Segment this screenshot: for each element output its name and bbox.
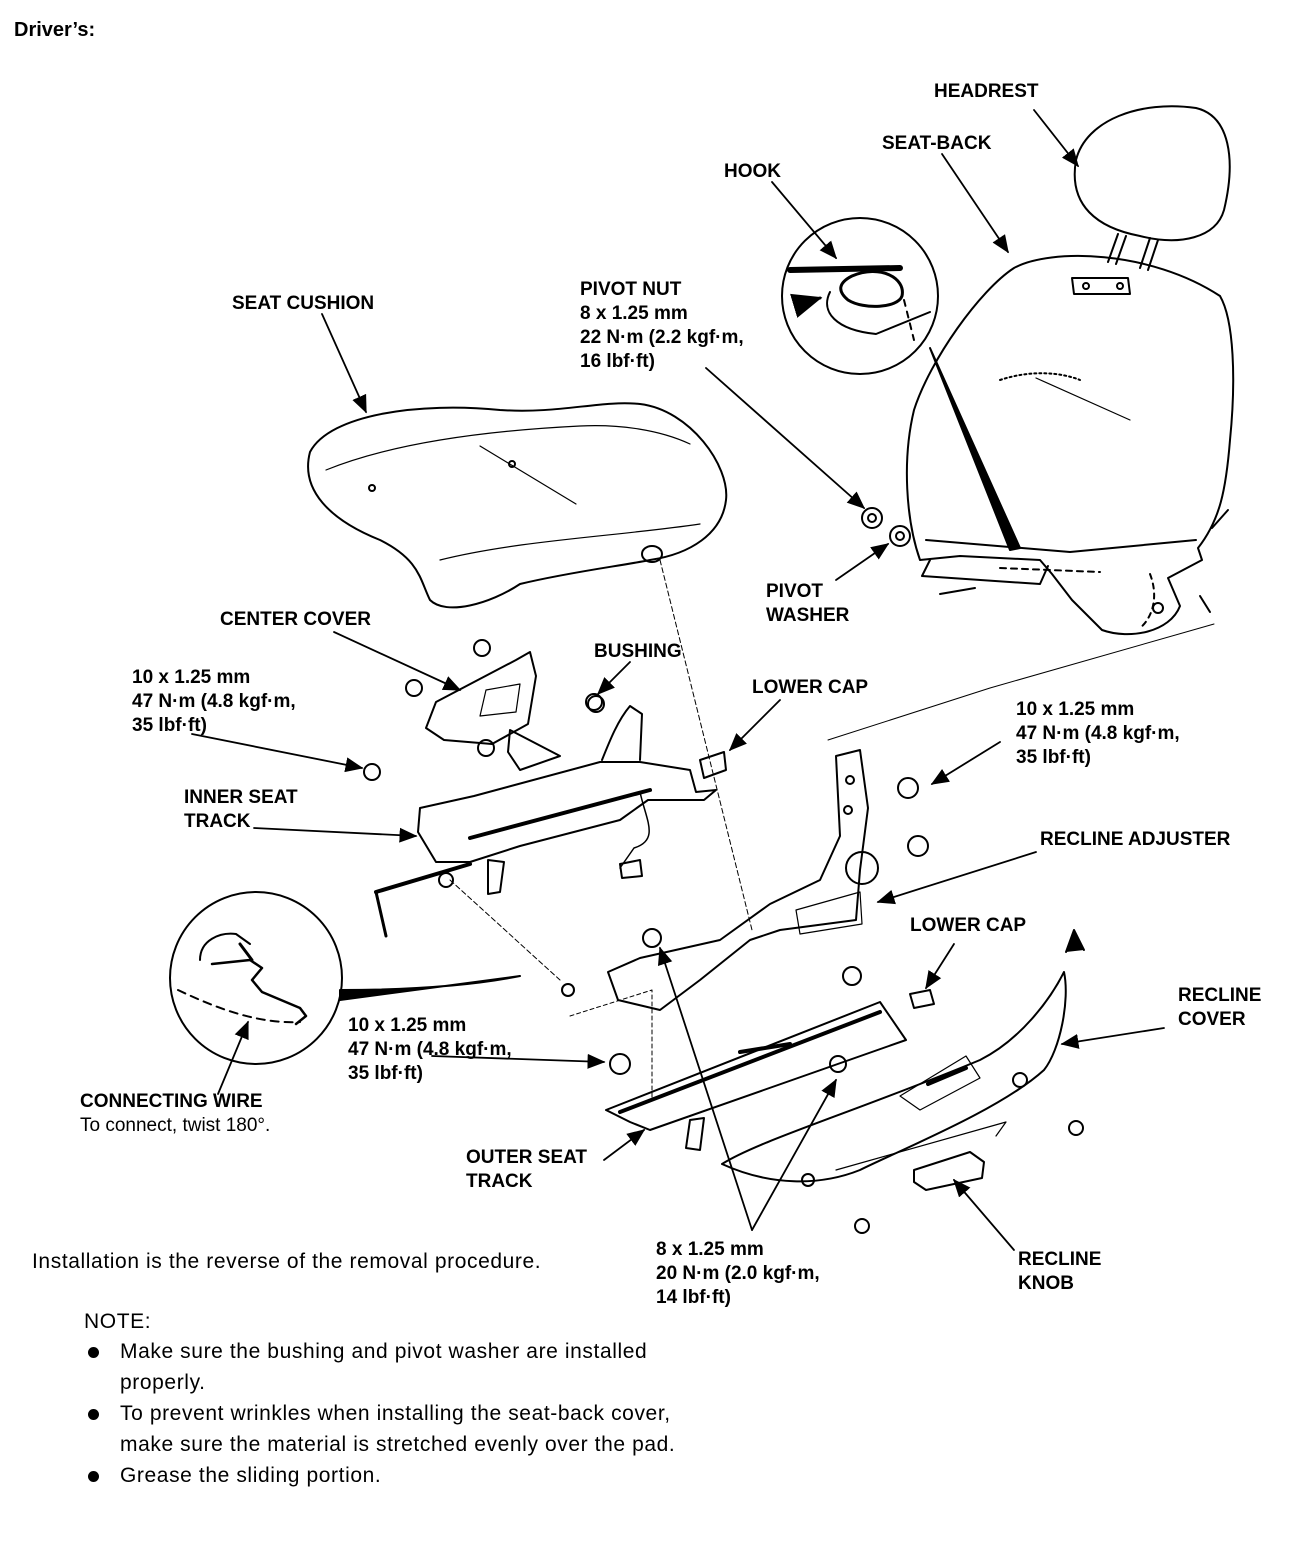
label-recline-cover-1: RECLINE: [1178, 985, 1262, 1006]
leader-lines: [191, 109, 1165, 1251]
note-heading: NOTE:: [84, 1310, 152, 1333]
label-bolt-small-torque-1: 20 N·m (2.0 kgf·m,: [656, 1263, 820, 1284]
label-inner-seat-track-1: INNER SEAT: [184, 787, 298, 808]
label-bolt-middle-torque-2: 35 lbf·ft): [348, 1063, 423, 1084]
inner-seat-track-part: [363, 695, 727, 938]
center-cover-part: [405, 639, 537, 757]
label-recline-knob-2: KNOB: [1018, 1273, 1074, 1294]
label-pivot-nut-torque-1: 22 N·m (2.2 kgf·m,: [580, 327, 744, 348]
label-seat-cushion: SEAT CUSHION: [232, 293, 375, 314]
label-bolt-small-size: 8 x 1.25 mm: [656, 1239, 764, 1260]
note-list: Make sure the bushing and pivot washer a…: [84, 1336, 684, 1491]
note-item-text: To prevent wrinkles when installing the …: [120, 1402, 676, 1456]
label-headrest: HEADREST: [934, 81, 1039, 102]
label-outer-seat-track-1: OUTER SEAT: [466, 1147, 588, 1168]
label-connecting-wire: CONNECTING WIRE: [80, 1091, 263, 1112]
bullet-icon: [88, 1471, 99, 1482]
label-bolt-right-torque-1: 47 N·m (4.8 kgf·m,: [1016, 723, 1180, 744]
recline-knob-part: [913, 1151, 985, 1191]
seat-cushion-part: [307, 402, 728, 609]
label-outer-seat-track-2: TRACK: [466, 1171, 533, 1192]
label-pivot-washer-2: WASHER: [766, 605, 850, 626]
label-recline-adjuster: RECLINE ADJUSTER: [1040, 829, 1231, 850]
note-item-text: Grease the sliding portion.: [120, 1464, 382, 1487]
note-item: To prevent wrinkles when installing the …: [84, 1398, 684, 1460]
bullet-icon: [88, 1409, 99, 1420]
label-seat-back: SEAT-BACK: [882, 133, 992, 154]
label-pivot-nut-torque-2: 16 lbf·ft): [580, 351, 655, 372]
seat-back-part: [905, 254, 1235, 636]
label-bolt-left-size: 10 x 1.25 mm: [132, 667, 251, 688]
outer-seat-track-part: [605, 1001, 907, 1151]
label-inner-seat-track-2: TRACK: [184, 811, 251, 832]
label-bolt-right-size: 10 x 1.25 mm: [1016, 699, 1135, 720]
label-lower-cap-bottom: LOWER CAP: [910, 915, 1027, 936]
bullet-icon: [88, 1347, 99, 1358]
lower-cap-bottom-part: [909, 989, 935, 1009]
label-pivot-nut-size: 8 x 1.25 mm: [580, 303, 688, 324]
label-bolt-left-torque-1: 47 N·m (4.8 kgf·m,: [132, 691, 296, 712]
label-connecting-wire-note: To connect, twist 180°.: [80, 1115, 271, 1136]
hook-detail-circle: [781, 217, 939, 375]
label-pivot-nut: PIVOT NUT: [580, 279, 682, 300]
label-bolt-right-torque-2: 35 lbf·ft): [1016, 747, 1091, 768]
label-lower-cap-top: LOWER CAP: [752, 677, 869, 698]
label-bolt-middle-torque-1: 47 N·m (4.8 kgf·m,: [348, 1039, 512, 1060]
label-bolt-middle-size: 10 x 1.25 mm: [348, 1015, 467, 1036]
page-title: Driver’s:: [14, 19, 96, 41]
connecting-wire-detail-circle: [169, 891, 521, 1065]
recline-adjuster-part: [607, 749, 929, 1011]
installation-text: Installation is the reverse of the remov…: [32, 1250, 542, 1273]
label-pivot-washer-1: PIVOT: [766, 581, 824, 602]
label-bolt-small-torque-2: 14 lbf·ft): [656, 1287, 731, 1308]
note-item: Grease the sliding portion.: [84, 1460, 684, 1491]
note-item: Make sure the bushing and pivot washer a…: [84, 1336, 684, 1398]
label-bushing: BUSHING: [594, 641, 682, 662]
label-recline-cover-2: COVER: [1178, 1009, 1246, 1030]
label-hook: HOOK: [724, 161, 781, 182]
note-item-text: Make sure the bushing and pivot washer a…: [120, 1340, 648, 1394]
label-recline-knob-1: RECLINE: [1018, 1249, 1102, 1270]
headrest-part: [1073, 105, 1231, 271]
label-center-cover: CENTER COVER: [220, 609, 371, 630]
recline-cover-part: [721, 971, 1084, 1234]
label-bolt-left-torque-2: 35 lbf·ft): [132, 715, 207, 736]
